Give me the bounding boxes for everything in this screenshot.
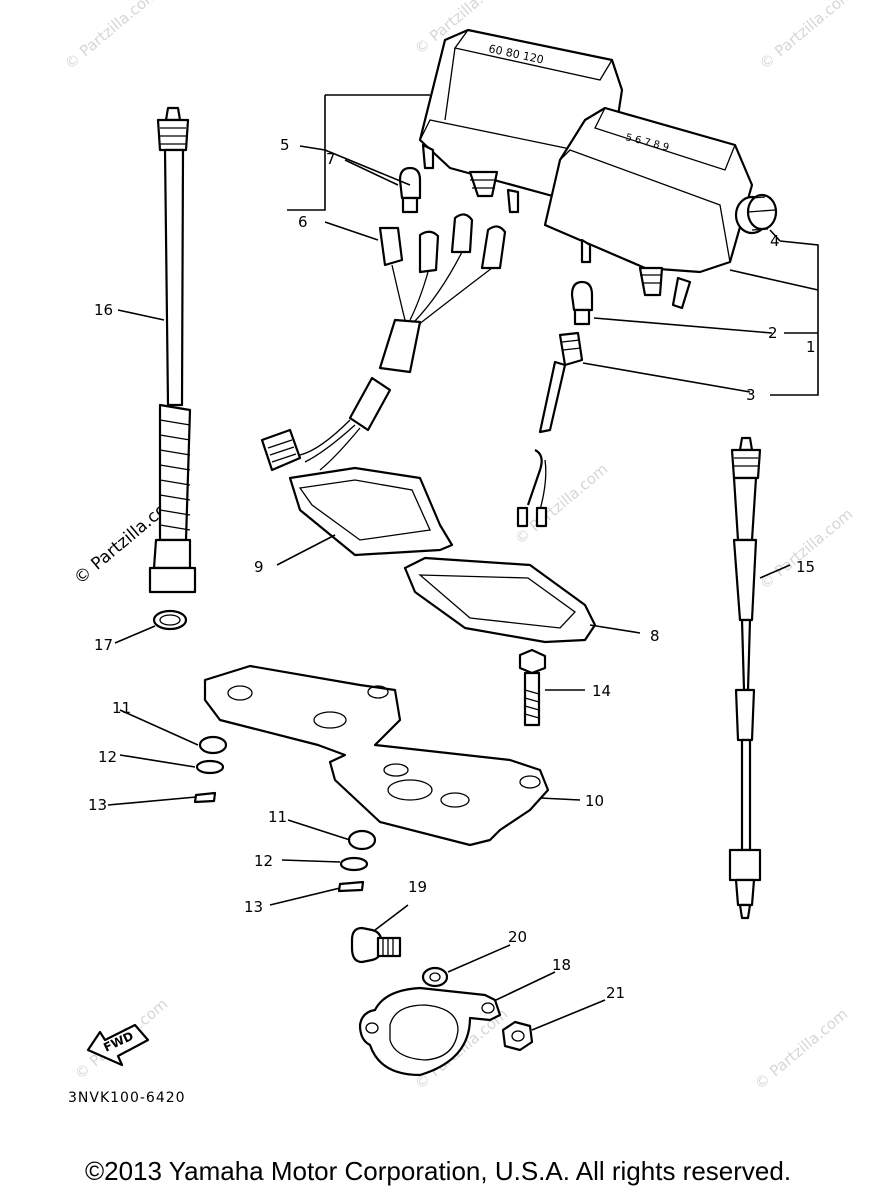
watermark: © Partzilla.com xyxy=(756,505,856,593)
callout-13: 13 xyxy=(88,796,107,814)
o-ring xyxy=(152,609,188,631)
callout-11-lower: 11 xyxy=(268,808,287,826)
bulb-upper xyxy=(398,166,422,214)
callout-4: 4 xyxy=(770,232,780,250)
callout-12-lower: 12 xyxy=(254,852,273,870)
callout-16: 16 xyxy=(94,301,113,319)
callout-2: 2 xyxy=(768,324,778,342)
gasket-left xyxy=(288,466,454,557)
watermark: © Partzilla.com xyxy=(756,0,856,73)
callout-6: 6 xyxy=(298,213,308,231)
callout-20: 20 xyxy=(508,928,527,946)
tachometer-assembly: 5 6 7 8 9 xyxy=(543,106,754,310)
callout-13-lower: 13 xyxy=(244,898,263,916)
callout-8: 8 xyxy=(650,627,660,645)
tachometer-cable xyxy=(728,436,762,920)
watermark: © Partzilla.com xyxy=(751,1005,851,1093)
socket-cord-harness xyxy=(260,213,507,472)
leader-lines xyxy=(107,94,819,1031)
damper-set-left xyxy=(193,735,228,804)
callout-15: 15 xyxy=(796,558,815,576)
callout-18: 18 xyxy=(552,956,571,974)
socket-cord xyxy=(516,331,584,528)
callout-7: 7 xyxy=(326,150,336,168)
washer-20 xyxy=(421,966,449,988)
callout-10: 10 xyxy=(585,792,604,810)
damper-set-right xyxy=(337,829,377,893)
callout-17: 17 xyxy=(94,636,113,654)
copyright-notice: ©2013 Yamaha Motor Corporation, U.S.A. A… xyxy=(84,1156,792,1186)
callout-1: 1 xyxy=(806,338,816,356)
watermark: © Partzilla.com xyxy=(511,460,611,548)
speedometer-cable xyxy=(148,106,197,594)
callout-9: 9 xyxy=(254,558,264,576)
bolt-19 xyxy=(350,926,402,964)
gasket-right xyxy=(403,556,597,644)
callout-5: 5 xyxy=(280,136,290,154)
meter-bracket xyxy=(203,664,550,847)
callout-21: 21 xyxy=(606,984,625,1002)
knob xyxy=(734,193,778,235)
callout-3: 3 xyxy=(746,386,756,404)
callout-labels: 1 2 3 4 5 6 7 8 9 10 11 12 13 14 15 16 1… xyxy=(88,136,816,1002)
watermark: © Partzilla.com xyxy=(61,0,161,73)
clamp xyxy=(358,986,502,1077)
bulb-lower xyxy=(570,280,594,326)
callout-11: 11 xyxy=(112,699,131,717)
callout-19: 19 xyxy=(408,878,427,896)
callout-12: 12 xyxy=(98,748,117,766)
diagram-code: 3NVK100-6420 xyxy=(68,1090,186,1106)
callout-14: 14 xyxy=(592,682,611,700)
bolt-14 xyxy=(518,648,547,727)
nut-21 xyxy=(501,1020,534,1052)
